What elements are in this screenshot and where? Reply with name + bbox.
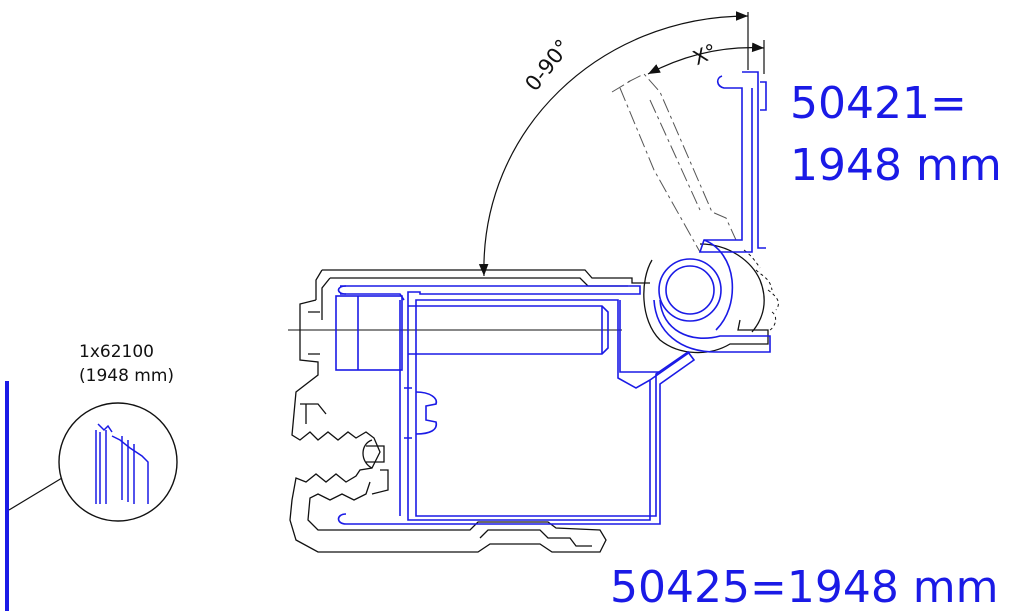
swing-ghost-lines [611,73,737,253]
angle-dimensions [478,11,765,277]
part-number-top-line1: 50421= [790,78,967,129]
part-number-bottom: 50425=1948 mm [610,562,999,613]
main-profile-outline [288,269,650,553]
detail-label-line2: (1948 mm) [79,366,175,386]
blue-profile [335,71,771,525]
part-number-top-line2: 1948 mm [790,140,1002,191]
detail-callout [5,381,178,611]
detail-label-line1: 1x62100 [79,342,154,362]
